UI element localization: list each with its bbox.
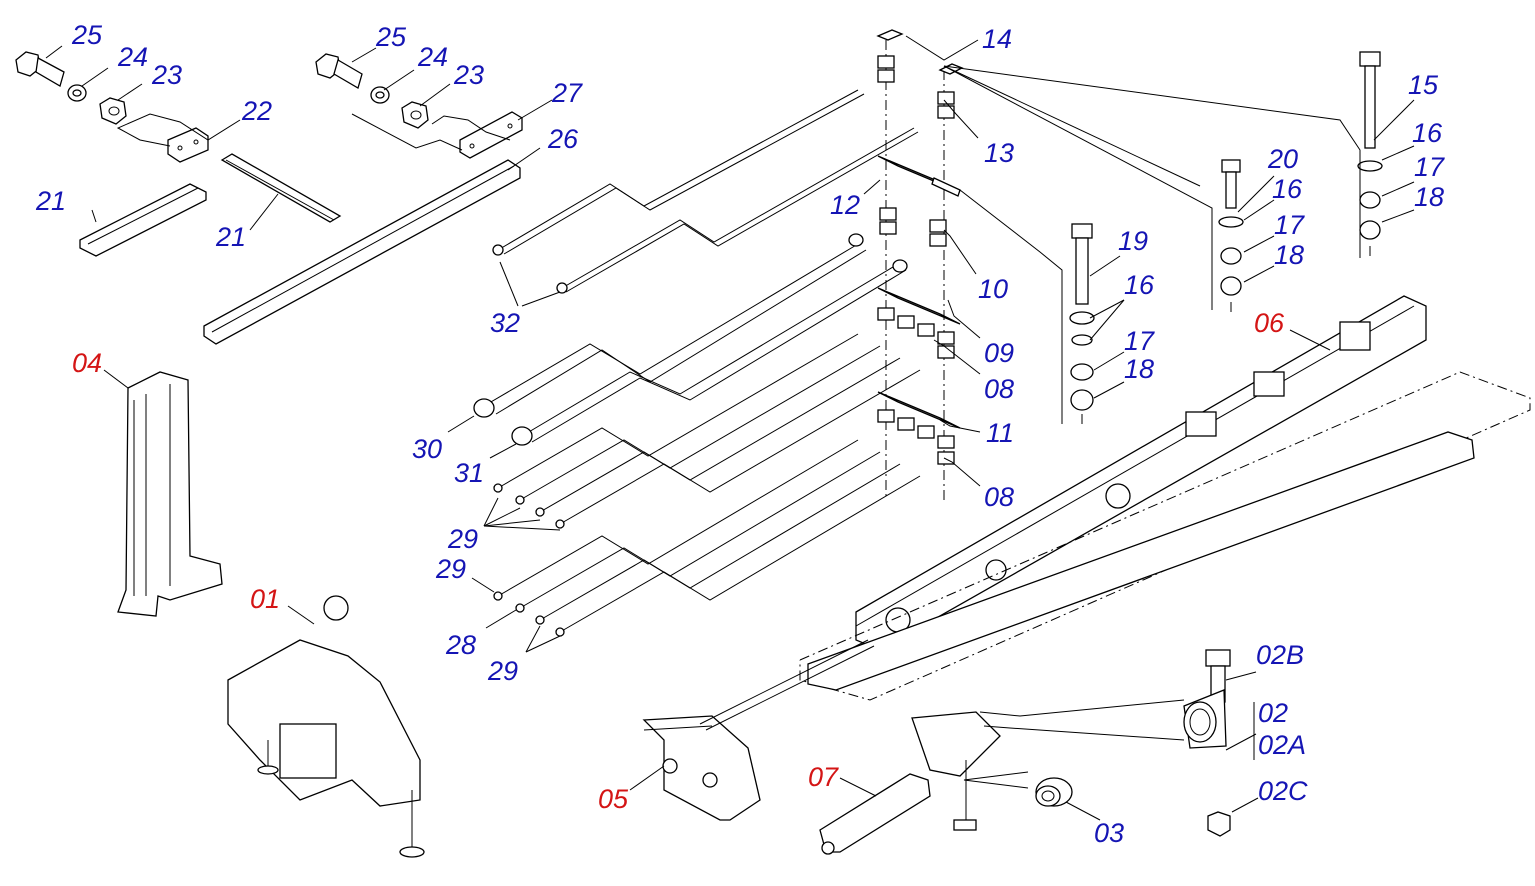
- label-09: 09: [984, 338, 1014, 368]
- nut-23-right: [401, 101, 429, 129]
- label-24-left: 24: [117, 42, 148, 72]
- bolt-25-right: [315, 53, 363, 89]
- bushing-03: [1035, 777, 1073, 807]
- bracket-22: [167, 127, 209, 163]
- pivot-02-stack: [1183, 649, 1231, 837]
- label-05: 05: [598, 784, 629, 814]
- bolt-15-stack: [1357, 51, 1383, 256]
- label-23-right: 23: [453, 60, 484, 90]
- plate-27: [459, 111, 523, 159]
- label-07: 07: [808, 762, 839, 792]
- hose-lines: [483, 89, 921, 633]
- label-30: 30: [412, 434, 442, 464]
- subframe-outline: [799, 371, 1531, 701]
- bolt-19-stack: [1069, 223, 1095, 424]
- channel-26: [203, 159, 521, 345]
- label-02A: 02A: [1258, 730, 1306, 760]
- label-06: 06: [1254, 308, 1285, 338]
- label-14: 14: [982, 24, 1012, 54]
- label-25-right: 25: [375, 22, 407, 52]
- frame-04: [117, 371, 223, 617]
- label-04: 04: [72, 348, 102, 378]
- label-31: 31: [454, 458, 484, 488]
- drawbar-07: [819, 711, 1001, 855]
- label-12: 12: [830, 190, 860, 220]
- label-15: 15: [1408, 70, 1439, 100]
- label-25-left: 25: [71, 20, 103, 50]
- label-11: 11: [986, 418, 1014, 448]
- label-16-middle: 16: [1272, 174, 1303, 204]
- hose-fittings: [473, 233, 908, 637]
- label-08-top: 08: [984, 374, 1014, 404]
- label-02B: 02B: [1256, 640, 1304, 670]
- label-27: 27: [551, 78, 583, 108]
- label-17-middle: 17: [1274, 210, 1305, 240]
- label-08-bottom: 08: [984, 482, 1014, 512]
- washer-24-right: [370, 86, 390, 104]
- label-29-middle: 29: [435, 554, 466, 584]
- label-17-left: 17: [1124, 326, 1155, 356]
- label-29-bottom: 29: [487, 656, 518, 686]
- leader-lines: [45, 35, 1415, 821]
- plate-21-right: [220, 153, 342, 223]
- label-01: 01: [250, 584, 280, 614]
- label-22: 22: [241, 96, 272, 126]
- label-19: 19: [1118, 226, 1148, 256]
- label-02C: 02C: [1258, 776, 1308, 806]
- bracket-05: [642, 639, 875, 821]
- label-29-top: 29: [447, 524, 478, 554]
- part-labels: 25 24 23 22 21 21 25 24 23 27 26 14 13 1…: [35, 20, 1445, 848]
- label-18-right: 18: [1414, 182, 1444, 212]
- label-18-middle: 18: [1274, 240, 1304, 270]
- label-16-left: 16: [1124, 270, 1155, 300]
- label-10: 10: [978, 274, 1008, 304]
- label-21-left: 21: [35, 186, 66, 216]
- label-13: 13: [984, 138, 1014, 168]
- label-16-right: 16: [1412, 118, 1443, 148]
- label-20: 20: [1267, 144, 1298, 174]
- label-17-right: 17: [1414, 152, 1445, 182]
- label-21-right: 21: [215, 222, 246, 252]
- label-28: 28: [445, 630, 476, 660]
- main-frame-06: [855, 295, 1427, 651]
- label-23-left: 23: [151, 60, 182, 90]
- label-26: 26: [547, 124, 579, 154]
- label-32: 32: [490, 308, 520, 338]
- label-24-right: 24: [417, 42, 448, 72]
- label-18-left: 18: [1124, 354, 1154, 384]
- bolt-25-left: [15, 51, 65, 87]
- clamp-stack: [876, 29, 964, 500]
- label-03: 03: [1094, 818, 1124, 848]
- hitch-01: [227, 595, 425, 858]
- label-02: 02: [1258, 698, 1288, 728]
- channel-21-left: [79, 183, 207, 257]
- nut-23-left: [99, 97, 127, 125]
- washer-24-left: [67, 84, 87, 102]
- bolt-20-stack: [1218, 159, 1244, 312]
